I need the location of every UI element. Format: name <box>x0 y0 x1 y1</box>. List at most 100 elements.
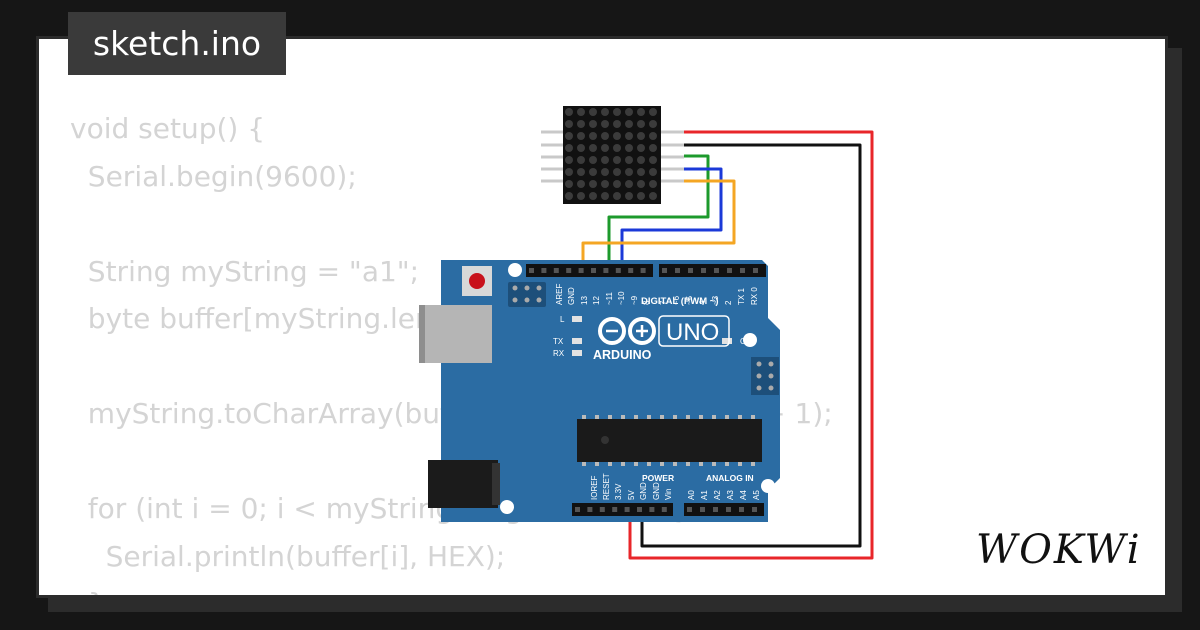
matrix-led <box>637 168 645 176</box>
chip-pin <box>595 415 599 419</box>
matrix-led <box>625 168 633 176</box>
analog-pin-label: A2 <box>713 490 722 500</box>
header-pin <box>575 507 580 512</box>
chip-pin <box>660 462 664 466</box>
header-pin <box>599 507 605 512</box>
matrix-led <box>589 192 597 200</box>
black-wire <box>640 143 862 548</box>
chip-pin <box>608 415 612 419</box>
matrix-led <box>601 192 609 200</box>
matrix-led <box>577 192 585 200</box>
digital-pin-label: ~6 <box>672 295 681 305</box>
chip-pin <box>686 462 690 466</box>
matrix-led <box>577 120 585 128</box>
tx-led <box>572 338 582 344</box>
power-jack <box>428 460 498 508</box>
header-pin <box>688 268 693 273</box>
header-pin <box>612 507 618 512</box>
matrix-led <box>613 132 621 140</box>
analog-pin-label: A0 <box>687 490 696 500</box>
chip-pin <box>725 462 729 466</box>
matrix-led <box>649 156 657 164</box>
chip-pin <box>582 415 586 419</box>
matrix-led <box>565 168 573 176</box>
matrix-led <box>601 108 609 116</box>
matrix-led <box>613 144 621 152</box>
chip-pin <box>621 462 625 466</box>
wires <box>581 130 874 560</box>
analog-header <box>684 503 764 516</box>
header-pin <box>615 268 621 273</box>
analog-pin-label: A5 <box>752 490 761 500</box>
chip-pin <box>621 415 625 419</box>
header-pin <box>640 268 646 273</box>
matrix-led <box>601 120 609 128</box>
usb-port <box>419 305 492 363</box>
matrix-led <box>613 192 621 200</box>
file-tab-label[interactable]: sketch.ino <box>68 12 286 75</box>
matrix-led <box>601 168 609 176</box>
header-pin <box>578 268 584 273</box>
matrix-led <box>589 132 597 140</box>
matrix-led <box>613 180 621 188</box>
digital-pin-label: AREF <box>555 284 564 305</box>
header-pin <box>624 507 630 512</box>
chip-pin <box>738 462 742 466</box>
header-pin <box>587 507 593 512</box>
chip-pin <box>699 462 703 466</box>
wokwi-logo: WOKWi <box>976 527 1142 573</box>
matrix-led <box>577 180 585 188</box>
header-pin <box>603 268 609 273</box>
chip-pin <box>608 462 612 466</box>
matrix-led <box>637 156 645 164</box>
header-pin <box>591 268 596 273</box>
matrix-led <box>637 144 645 152</box>
header-pin <box>687 507 692 512</box>
matrix-led <box>565 180 573 188</box>
digital-pin-label: ~3 <box>711 295 720 305</box>
matrix-led <box>649 192 657 200</box>
chip-pin <box>725 415 729 419</box>
header-pin <box>700 507 705 512</box>
chip-pin <box>751 415 755 419</box>
chip-pin <box>582 462 586 466</box>
chip-pin <box>673 462 677 466</box>
digital-header-right <box>659 264 766 277</box>
header-pin <box>753 268 758 273</box>
matrix-led <box>637 192 645 200</box>
matrix-led <box>577 168 585 176</box>
mount-hole-icon <box>743 333 757 347</box>
arduino-logo-icon <box>598 317 656 345</box>
matrix-led <box>565 192 573 200</box>
chip-pin <box>660 415 664 419</box>
matrix-led <box>649 108 657 116</box>
red-wire <box>628 130 874 560</box>
header-pin <box>675 268 680 273</box>
code-line: Serial.println(buffer[i], HEX); <box>70 539 506 573</box>
led-matrix[interactable] <box>541 106 684 204</box>
header-pin <box>649 507 655 512</box>
matrix-led <box>589 108 597 116</box>
matrix-led <box>577 132 585 140</box>
green-wire <box>607 154 710 268</box>
chip-pin <box>673 415 677 419</box>
code-line: } <box>70 580 833 595</box>
rx-led-label: RX <box>553 349 565 358</box>
matrix-led <box>637 120 645 128</box>
on-led <box>722 338 732 344</box>
matrix-led <box>601 132 609 140</box>
matrix-led <box>589 168 597 176</box>
chip-pin <box>634 415 638 419</box>
matrix-led <box>613 168 621 176</box>
matrix-led <box>625 108 633 116</box>
matrix-led <box>601 180 609 188</box>
matrix-led <box>637 180 645 188</box>
matrix-led <box>625 132 633 140</box>
power-pin-label: GND <box>639 482 648 500</box>
matrix-led <box>565 132 573 140</box>
matrix-led <box>613 156 621 164</box>
digital-pin-label: 12 <box>592 296 601 305</box>
matrix-led <box>589 156 597 164</box>
